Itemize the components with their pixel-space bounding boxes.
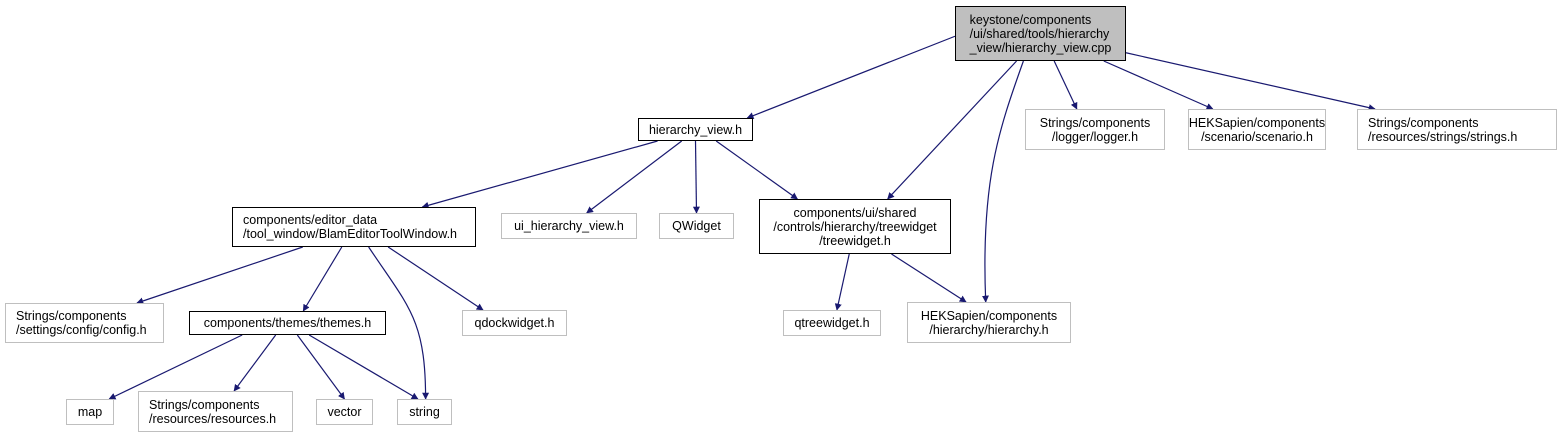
edge-treewidget_h-to-hierarchy_h	[891, 253, 967, 303]
node-logger-h: Strings/components /logger/logger.h	[1025, 109, 1165, 150]
node-label: qdockwidget.h	[474, 316, 555, 330]
node-qdockwidget-h: qdockwidget.h	[462, 310, 567, 336]
node-label: string	[409, 405, 440, 419]
node-label: QWidget	[672, 219, 721, 233]
node-label: components/ui/shared /controls/hierarchy…	[773, 205, 937, 248]
node-config-h: Strings/components /settings/config/conf…	[5, 303, 164, 343]
edge-root-to-logger_h	[1053, 60, 1078, 110]
edge-root-to-hierarchy_h	[981, 60, 1024, 303]
edge-blam_tool_window_h-to-config_h	[136, 246, 303, 305]
node-label: components/editor_data /tool_window/Blam…	[243, 213, 457, 241]
edge-blam_tool_window_h-to-string	[368, 246, 430, 400]
node-label: map	[77, 405, 103, 419]
edge-treewidget_h-to-qtreewidget_h	[834, 253, 850, 311]
edge-root-to-hierarchy_view_h	[746, 35, 956, 119]
node-vector: vector	[316, 399, 373, 425]
edge-themes_h-to-vector	[296, 334, 345, 400]
node-strings-h: Strings/components /resources/strings/st…	[1357, 109, 1557, 150]
node-scenario-h: HEKSapien/components /scenario/scenario.…	[1188, 109, 1326, 150]
edge-blam_tool_window_h-to-qdockwidget_h	[387, 246, 484, 311]
node-label: HEKSapien/components /hierarchy/hierarch…	[920, 308, 1058, 337]
node-qtreewidget-h: qtreewidget.h	[783, 310, 881, 336]
node-label: Strings/components /logger/logger.h	[1039, 115, 1151, 144]
node-hierarchy-view-h[interactable]: hierarchy_view.h	[638, 118, 753, 141]
node-blam-editor-tool-window-h[interactable]: components/editor_data /tool_window/Blam…	[232, 207, 476, 247]
node-label: Strings/components /resources/strings/st…	[1368, 115, 1518, 144]
node-label: components/themes/themes.h	[203, 316, 372, 330]
node-resources-h: Strings/components /resources/resources.…	[138, 391, 293, 432]
node-label: qtreewidget.h	[794, 316, 870, 330]
edge-root-to-scenario_h	[1103, 60, 1214, 110]
node-label: Strings/components /settings/config/conf…	[16, 309, 147, 337]
edge-hierarchy_view_h-to-ui_hierarchy_view_h	[586, 140, 683, 214]
node-qwidget: QWidget	[659, 213, 734, 239]
edge-blam_tool_window_h-to-themes_h	[302, 246, 343, 312]
edge-root-to-strings_h	[1125, 52, 1376, 112]
node-label: HEKSapien/components /scenario/scenario.…	[1188, 115, 1326, 144]
node-themes-h[interactable]: components/themes/themes.h	[189, 311, 386, 335]
node-string: string	[397, 399, 452, 425]
node-ui-hierarchy-view-h: ui_hierarchy_view.h	[501, 213, 637, 239]
node-label: vector	[327, 405, 362, 419]
node-label: ui_hierarchy_view.h	[514, 219, 624, 233]
edge-themes_h-to-string	[308, 334, 419, 400]
edge-hierarchy_view_h-to-qwidget	[692, 140, 700, 214]
node-treewidget-h[interactable]: components/ui/shared /controls/hierarchy…	[759, 199, 951, 254]
node-hierarchy-view-cpp[interactable]: keystone/components /ui/shared/tools/hie…	[955, 6, 1126, 61]
edge-themes_h-to-map	[108, 334, 243, 400]
edge-hierarchy_view_h-to-treewidget_h	[715, 140, 798, 200]
node-label: hierarchy_view.h	[648, 122, 743, 137]
node-hierarchy-h: HEKSapien/components /hierarchy/hierarch…	[907, 302, 1071, 343]
edge-root-to-treewidget_h	[887, 60, 1017, 200]
node-label: keystone/components /ui/shared/tools/hie…	[969, 12, 1112, 55]
edge-hierarchy_view_h-to-blam_tool_window_h	[421, 140, 658, 209]
edge-themes_h-to-resources_h	[233, 334, 277, 392]
node-label: Strings/components /resources/resources.…	[149, 397, 277, 426]
node-map: map	[66, 399, 114, 425]
